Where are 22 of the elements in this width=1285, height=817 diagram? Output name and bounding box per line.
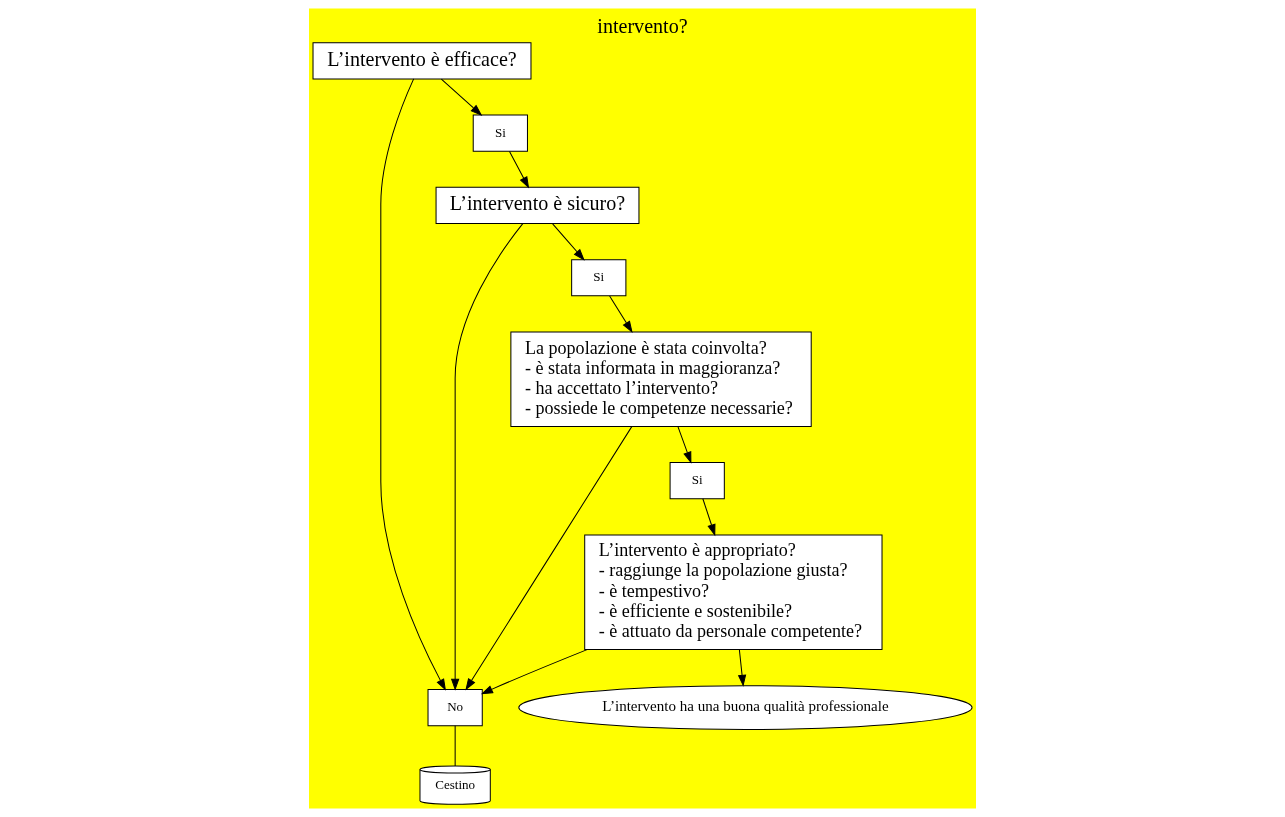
node-box: No [427,689,483,727]
arrow [738,649,747,686]
arrow [509,151,529,188]
node-box: Si [669,462,725,500]
node-box: La popolazione è stata coinvolta? - è stata informata in maggioranza? - ha accettato l’intervento? - possiede le competenze necessarie? [510,331,812,427]
node-ellipse: L’intervento ha una buona qualità professionale [518,685,973,730]
node-box: L’intervento è appropriato? - raggiunge la popolazione giusta? - è tempestivo? - è efficiente e sostenibile? - è attuato da personale competente? [584,534,883,650]
arrow [451,223,524,690]
node-box: L’intervento è efficace? [312,42,532,80]
node-box: Si [472,114,528,152]
diagram-title: intervento? [597,14,688,37]
connector [454,725,456,767]
arrow [677,425,692,463]
node-box: L’intervento è sicuro? [435,186,640,224]
arrow [465,426,633,690]
arrow [609,295,633,333]
arrow [481,648,589,695]
node-box: Si [571,259,627,297]
arrow [552,223,585,261]
arrow [440,78,482,116]
arrow [380,78,446,690]
arrow [702,498,716,536]
